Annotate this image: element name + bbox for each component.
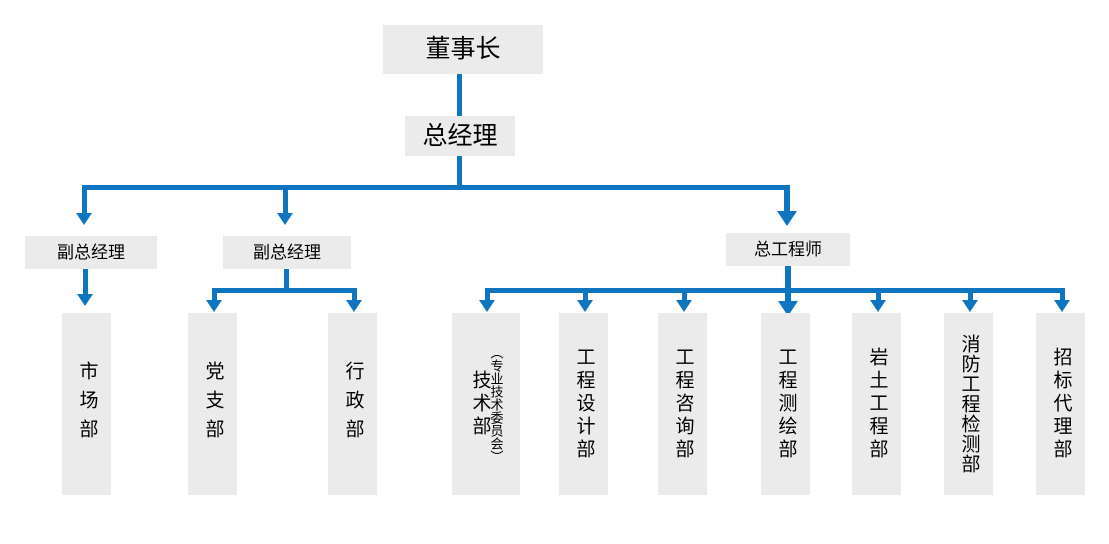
node-department-technology[interactable]: （专业技术委员会） 技术部 (452, 313, 520, 495)
node-department-engineering-design-label: 工程设计部 (573, 346, 595, 462)
node-department-engineering-surveying[interactable]: 工程测绘部 (761, 313, 810, 495)
connector-chief-engineer-stub (785, 266, 791, 290)
connector-ce-to-technology (485, 288, 490, 302)
connector-deputy2-bus (212, 288, 357, 293)
connector-chairman-to-gm (457, 74, 462, 116)
node-department-engineering-surveying-label: 工程测绘部 (775, 346, 797, 462)
node-department-geotechnical-label: 岩土工程部 (866, 346, 888, 462)
connector-bus-to-deputy-2 (283, 185, 288, 215)
arrow-to-deputy-1 (76, 213, 92, 225)
arrow-to-deputy-2 (277, 213, 293, 225)
node-department-bidding-agency-label: 招标代理部 (1050, 346, 1072, 462)
arrow-to-marketing (77, 294, 93, 306)
node-deputy-gm-2-label: 副总经理 (253, 243, 321, 262)
arrow-to-bidding-agency (1054, 300, 1070, 312)
connector-bus-to-chief-engineer (784, 185, 790, 213)
connector-deputy2-to-admin (352, 288, 357, 302)
node-chief-engineer[interactable]: 总工程师 (726, 233, 850, 266)
arrow-to-administration (346, 300, 362, 312)
node-deputy-gm-1[interactable]: 副总经理 (25, 236, 157, 269)
connector-chief-engineer-bus (485, 288, 1065, 293)
connector-deputy2-stub (284, 269, 289, 291)
node-department-administration-label: 行政部 (342, 360, 364, 448)
node-department-technology-label: 技术部 (469, 369, 491, 439)
node-department-administration[interactable]: 行政部 (328, 313, 377, 495)
node-deputy-gm-2[interactable]: 副总经理 (223, 236, 351, 269)
node-department-technology-sublabel: （专业技术委员会） (488, 345, 504, 463)
connector-ce-to-fire-inspection (968, 288, 973, 302)
node-department-geotechnical[interactable]: 岩土工程部 (852, 313, 901, 495)
connector-ce-to-geotechnical (876, 288, 881, 302)
node-department-party-branch[interactable]: 党支部 (188, 313, 237, 495)
arrow-to-party-branch (206, 300, 222, 312)
connector-ce-to-engineering-design (583, 288, 588, 302)
node-chairman[interactable]: 董事长 (383, 25, 543, 74)
arrow-to-engineering-surveying (778, 301, 798, 316)
node-department-bidding-agency[interactable]: 招标代理部 (1036, 313, 1085, 495)
connector-ce-to-engineering-surveying (785, 288, 791, 304)
connector-gm-stub (457, 156, 462, 189)
node-chief-engineer-label: 总工程师 (754, 240, 822, 259)
node-department-engineering-consulting[interactable]: 工程咨询部 (658, 313, 707, 495)
node-chairman-label: 董事长 (425, 36, 501, 63)
connector-deputy1-to-marketing (83, 269, 88, 296)
arrow-to-engineering-design (577, 300, 593, 312)
node-department-fire-inspection[interactable]: 消防工程检测部 (944, 313, 993, 495)
node-department-marketing-label: 市场部 (76, 360, 98, 448)
node-department-party-branch-label: 党支部 (202, 360, 224, 448)
node-general-manager[interactable]: 总经理 (405, 116, 515, 156)
arrow-to-engineering-consulting (676, 300, 692, 312)
node-department-engineering-consulting-label: 工程咨询部 (672, 346, 694, 462)
connector-deputy2-to-party (212, 288, 217, 302)
arrow-to-chief-engineer (777, 211, 797, 226)
arrow-to-fire-inspection (962, 300, 978, 312)
node-department-marketing[interactable]: 市场部 (62, 313, 111, 495)
node-department-fire-inspection-label: 消防工程检测部 (958, 334, 980, 474)
connector-ce-to-engineering-consulting (682, 288, 687, 302)
connector-ce-to-bidding-agency (1060, 288, 1065, 302)
node-general-manager-label: 总经理 (422, 122, 498, 150)
connector-level3-bus (82, 185, 790, 190)
connector-bus-to-deputy-1 (82, 185, 87, 215)
arrow-to-technology (479, 300, 495, 312)
arrow-to-geotechnical (870, 300, 886, 312)
node-deputy-gm-1-label: 副总经理 (57, 243, 125, 262)
node-department-engineering-design[interactable]: 工程设计部 (559, 313, 608, 495)
